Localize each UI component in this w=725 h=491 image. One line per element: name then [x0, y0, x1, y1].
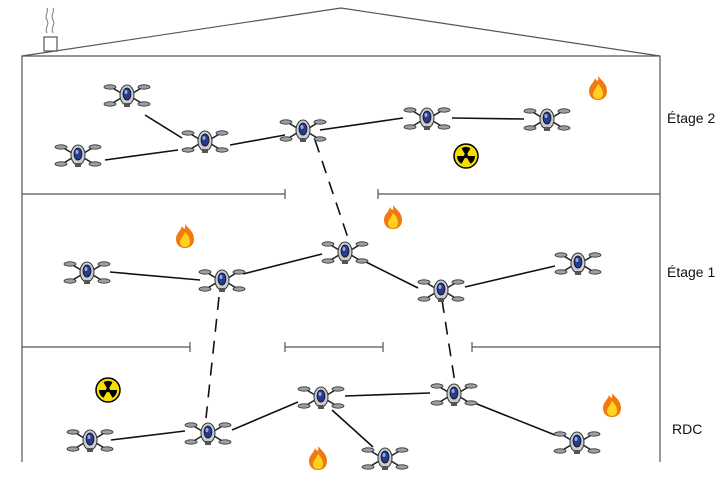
drone-icon: [403, 107, 451, 131]
radiation-hazards: [95, 143, 479, 403]
solid-links: [104, 114, 556, 448]
radiation-icon: [453, 143, 479, 169]
drones: [54, 84, 602, 471]
drone-icon: [279, 119, 327, 143]
chimney: [43, 7, 58, 52]
drone-icon: [321, 241, 369, 265]
drone-icon: [523, 108, 571, 132]
fire-icon: [589, 76, 607, 100]
drone-icon: [184, 421, 232, 446]
floor-label-etage-1: Étage 1: [667, 264, 716, 280]
fire-icon: [309, 446, 327, 470]
floor-label-etage-2: Étage 2: [667, 110, 716, 126]
drone-icon: [361, 446, 409, 471]
drone-icon: [554, 252, 602, 276]
floor-separator-lower: [22, 342, 660, 352]
fire-icon: [176, 224, 194, 248]
fire-icon: [384, 205, 402, 229]
drone-icon: [103, 84, 151, 108]
drone-icon: [198, 268, 246, 293]
drone-icon: [66, 428, 114, 453]
dashed-links: [205, 139, 456, 419]
drone-icon: [430, 382, 478, 407]
floor-separator-upper: [22, 189, 660, 199]
drone-icon: [297, 385, 345, 410]
floor-label-rdc: RDC: [672, 421, 703, 437]
drone-icon: [63, 260, 111, 285]
drone-icon: [181, 130, 229, 154]
fire-icon: [603, 393, 621, 417]
drone-icon: [54, 144, 102, 168]
radiation-icon: [95, 377, 121, 403]
drone-icon: [553, 430, 601, 455]
building-outline: [21, 7, 661, 462]
drone-icon: [417, 278, 465, 303]
